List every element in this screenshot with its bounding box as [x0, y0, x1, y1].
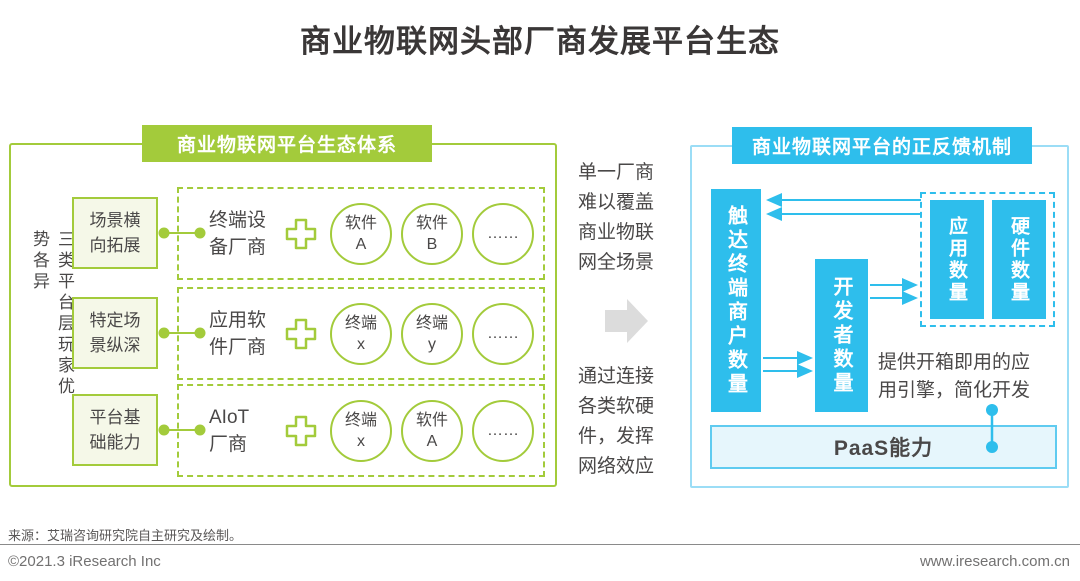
- ecosystem-panel-header: 商业物联网平台生态体系: [142, 125, 432, 162]
- app-count-box: 应用数量: [929, 200, 984, 319]
- middle-solution-text: 通过连接 各类软硬 件，发挥 网络效应: [578, 366, 655, 477]
- ecosystem-node-more: ……: [472, 302, 534, 365]
- vendor-group-app-software: 应用软 件厂商 终端 x 终端 y ……: [177, 287, 545, 380]
- row-label-specific-scene: 特定场 景纵深: [72, 297, 158, 369]
- output-count-group: 应用数量 硬件数量: [920, 192, 1055, 327]
- vendor-name: 应用软 件厂商: [209, 309, 267, 358]
- ecosystem-node: 终端 x: [330, 399, 392, 462]
- footer-divider: [0, 544, 1080, 545]
- vendor-name: AIoT 厂商: [209, 406, 250, 455]
- ecosystem-node-more: ……: [472, 399, 534, 462]
- middle-problem-text: 单一厂商 难以覆盖 商业物联 网全场景: [578, 162, 655, 273]
- paas-capability-bar: PaaS能力: [710, 425, 1057, 469]
- ecosystem-panel: 商业物联网平台生态体系 三类平台层玩家优势各异 场景横 向拓展 终端设 备厂商 …: [9, 125, 557, 487]
- merchant-count-box: 触达终端商户数量: [711, 189, 761, 412]
- ecosystem-node: 软件 A: [330, 202, 392, 265]
- row-label-platform-base: 平台基 础能力: [72, 394, 158, 466]
- arrow-right-icon: [603, 299, 649, 348]
- ecosystem-node: 软件 A: [401, 399, 463, 462]
- feedback-panel-header: 商业物联网平台的正反馈机制: [732, 127, 1032, 164]
- dot-link-icon: [158, 424, 206, 436]
- dot-link-icon: [158, 327, 206, 339]
- ecosystem-side-label: 三类平台层玩家优势各异: [30, 230, 74, 398]
- plus-icon: [284, 217, 318, 251]
- plus-icon: [284, 317, 318, 351]
- engine-note-text: 提供开箱即用的应 用引擎，简化开发: [878, 352, 1031, 401]
- page-title: 商业物联网头部厂商发展平台生态: [300, 24, 780, 59]
- dot-link-icon: [158, 227, 206, 239]
- plus-icon: [284, 414, 318, 448]
- feedback-panel: 商业物联网平台的正反馈机制 触达终端商户数量 开发者数量 应用数量 硬件数量 提…: [690, 127, 1069, 488]
- app-count-label: 应用数量: [946, 215, 967, 304]
- ecosystem-node: 终端 x: [330, 302, 392, 365]
- merchant-count-label: 触达终端商户数量: [724, 204, 747, 397]
- source-note: 来源：艾瑞咨询研究院自主研究及绘制。: [8, 528, 243, 543]
- hardware-count-label: 硬件数量: [1008, 215, 1029, 304]
- developer-count-box: 开发者数量: [815, 259, 868, 412]
- ecosystem-node: 终端 y: [401, 302, 463, 365]
- ecosystem-node: 软件 B: [401, 202, 463, 265]
- developer-count-label: 开发者数量: [830, 275, 852, 396]
- website-link[interactable]: www.iresearch.com.cn: [919, 553, 1070, 570]
- row-label-scene-horizontal: 场景横 向拓展: [72, 197, 158, 269]
- vendor-name: 终端设 备厂商: [209, 209, 267, 258]
- hardware-count-box: 硬件数量: [991, 200, 1046, 319]
- copyright-text: ©2021.3 iResearch Inc: [8, 553, 161, 570]
- ecosystem-node-more: ……: [472, 202, 534, 265]
- vendor-group-aiot: AIoT 厂商 终端 x 软件 A ……: [177, 384, 545, 477]
- vendor-group-terminal-device: 终端设 备厂商 软件 A 软件 B ……: [177, 187, 545, 280]
